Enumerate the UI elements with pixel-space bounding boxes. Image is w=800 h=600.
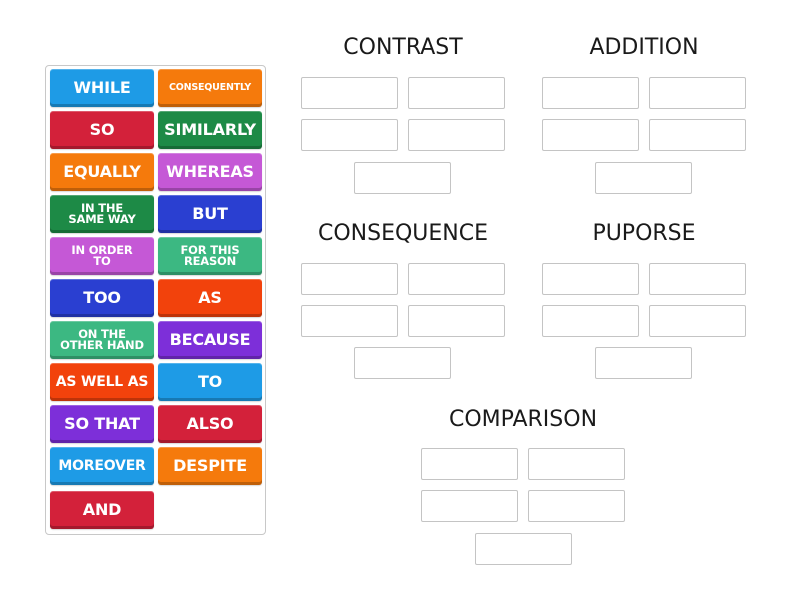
tile-label-line2: TO xyxy=(93,254,111,268)
tile-label: WHEREAS xyxy=(166,162,254,181)
drop-slot-comparison-4[interactable] xyxy=(528,490,625,522)
tile-equally[interactable]: EQUALLY xyxy=(50,153,154,191)
drop-slot-contrast-1[interactable] xyxy=(301,77,398,109)
drop-slot-contrast-4[interactable] xyxy=(408,119,505,151)
tile-label-line1: IN THE xyxy=(80,200,124,215)
tile-so[interactable]: SO xyxy=(50,111,154,149)
drop-slot-consequence-2[interactable] xyxy=(408,263,505,295)
tile-label: ALSO xyxy=(186,414,234,433)
group-title-addition: ADDITION xyxy=(589,35,699,60)
tile-label: DESPITE xyxy=(173,456,247,475)
tile-label: TO xyxy=(197,372,223,391)
drop-slot-addition-5[interactable] xyxy=(595,162,692,194)
tile-and[interactable]: AND xyxy=(50,491,154,529)
tile-similarly[interactable]: SIMILARLY xyxy=(158,111,262,149)
drop-slot-contrast-5[interactable] xyxy=(354,162,451,194)
tile-also[interactable]: ALSO xyxy=(158,405,262,443)
tile-label-line2: REASON xyxy=(183,254,237,268)
tile-label: BUT xyxy=(192,204,228,223)
tile-too[interactable]: TOO xyxy=(50,279,154,317)
tile-so-that[interactable]: SO THAT xyxy=(50,405,154,443)
tile-label: WHILE xyxy=(73,78,131,97)
tile-label: SO THAT xyxy=(64,414,140,433)
group-title-purpose: PUPORSE xyxy=(592,221,696,246)
tile-label: BECAUSE xyxy=(169,330,251,349)
tile-label: AS WELL AS xyxy=(55,374,149,390)
tile-label-line1: ON THE xyxy=(78,326,126,341)
drop-slot-contrast-3[interactable] xyxy=(301,119,398,151)
drop-slot-comparison-5[interactable] xyxy=(475,533,572,565)
drop-slot-addition-3[interactable] xyxy=(542,119,639,151)
tile-as-well-as[interactable]: AS WELL AS xyxy=(50,363,154,401)
tile-consequently[interactable]: CONSEQUENTLY xyxy=(158,69,262,107)
drop-slot-addition-1[interactable] xyxy=(542,77,639,109)
tile-label-line1: FOR THIS xyxy=(180,242,240,257)
drop-slot-purpose-5[interactable] xyxy=(595,347,692,379)
drop-slot-purpose-3[interactable] xyxy=(542,305,639,337)
tile-moreover[interactable]: MOREOVER xyxy=(50,447,154,485)
tile-label: EQUALLY xyxy=(63,162,141,181)
tile-while[interactable]: WHILE xyxy=(50,69,154,107)
tile-label: CONSEQUENTLY xyxy=(168,82,252,94)
tile-despite[interactable]: DESPITE xyxy=(158,447,262,485)
drop-slot-contrast-2[interactable] xyxy=(408,77,505,109)
drop-slot-purpose-2[interactable] xyxy=(649,263,746,295)
drop-slot-purpose-1[interactable] xyxy=(542,263,639,295)
tile-label: AND xyxy=(82,500,122,519)
tile-to[interactable]: TO xyxy=(158,363,262,401)
drop-slot-addition-2[interactable] xyxy=(649,77,746,109)
drop-slot-consequence-4[interactable] xyxy=(408,305,505,337)
drop-slot-comparison-1[interactable] xyxy=(421,448,518,480)
group-title-consequence: CONSEQUENCE xyxy=(317,221,489,246)
tile-but[interactable]: BUT xyxy=(158,195,262,233)
drop-slot-purpose-4[interactable] xyxy=(649,305,746,337)
drop-slot-addition-4[interactable] xyxy=(649,119,746,151)
tile-label: SO xyxy=(89,120,115,139)
group-title-contrast: CONTRAST xyxy=(343,35,463,60)
drop-slot-consequence-1[interactable] xyxy=(301,263,398,295)
drop-slot-comparison-2[interactable] xyxy=(528,448,625,480)
group-title-comparison: COMPARISON xyxy=(448,407,598,432)
tile-label-line2: SAME WAY xyxy=(68,212,136,226)
tile-label-line1: IN ORDER xyxy=(71,242,133,257)
tile-label-line2: OTHER HAND xyxy=(60,338,144,352)
drop-slot-consequence-3[interactable] xyxy=(301,305,398,337)
tile-whereas[interactable]: WHEREAS xyxy=(158,153,262,191)
drop-slot-consequence-5[interactable] xyxy=(354,347,451,379)
tile-label: AS xyxy=(198,288,222,307)
drop-slot-comparison-3[interactable] xyxy=(421,490,518,522)
tile-label: TOO xyxy=(83,288,121,307)
tile-because[interactable]: BECAUSE xyxy=(158,321,262,359)
tile-label: MOREOVER xyxy=(58,458,146,474)
tile-label: SIMILARLY xyxy=(164,120,256,139)
tile-as[interactable]: AS xyxy=(158,279,262,317)
